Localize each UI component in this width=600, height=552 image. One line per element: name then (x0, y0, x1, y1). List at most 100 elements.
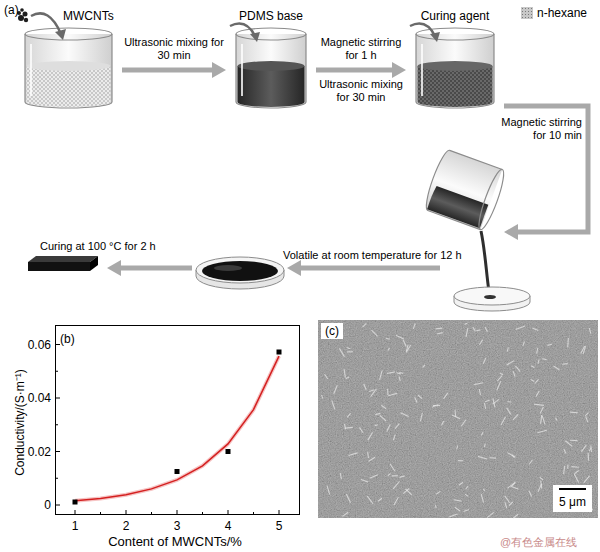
nanotube (349, 453, 358, 456)
drawing-part (430, 32, 440, 42)
nanotube (344, 369, 345, 378)
nanotube (378, 498, 382, 501)
nanotube (531, 366, 534, 368)
nanotube (513, 371, 515, 376)
nanotube (489, 457, 496, 458)
drawing-part (25, 34, 112, 108)
nanotube (501, 417, 506, 425)
drawing-part (175, 469, 180, 474)
nanotube (345, 424, 346, 430)
nanotube (465, 323, 468, 325)
plot-frame: (b) (55, 325, 300, 515)
nanotube (340, 473, 341, 479)
arrow-head (212, 62, 226, 78)
nanotube (507, 401, 511, 402)
nanotube (497, 376, 502, 381)
nanotube (509, 502, 513, 506)
drawing-part (196, 257, 284, 283)
nanotube (363, 323, 367, 327)
nanotube (478, 456, 487, 459)
nanotube (590, 446, 592, 453)
drawing-part (226, 449, 231, 454)
process-arrow-line (120, 266, 192, 271)
connector (316, 62, 406, 78)
nanotube (375, 413, 380, 414)
watermark: @有色金属在线 (500, 535, 577, 549)
nanotube (500, 373, 503, 375)
nanotube (399, 376, 400, 380)
drawing-part (202, 261, 278, 281)
connector (122, 62, 226, 78)
drawing-part (90, 256, 98, 271)
nanotube (479, 340, 482, 345)
edge-label: Magnetic stirring for 1 h (316, 36, 406, 62)
nanotube (437, 333, 443, 334)
drawing-part (73, 500, 78, 505)
nanotube (483, 489, 485, 492)
beaker-label: PDMS base (239, 9, 303, 23)
drawing-part: PDMS base (228, 4, 314, 24)
fit-band (75, 356, 279, 501)
nanotube (388, 474, 390, 476)
scale-bar (559, 488, 586, 490)
sem-panel: (c) 5 μm (318, 320, 598, 518)
nanotube (481, 494, 483, 503)
nanotube (481, 432, 483, 435)
nanotube (346, 494, 350, 503)
scale-bar-box: 5 μm (553, 485, 592, 512)
beaker-label: Curing agent (421, 9, 490, 23)
nanotube (435, 505, 437, 508)
drawing-part (28, 262, 90, 271)
nanotube (465, 494, 468, 496)
drawing-part (18, 15, 24, 21)
nanotube (369, 390, 374, 392)
tick-label: 0.04 (14, 391, 51, 406)
nanotube (367, 452, 369, 458)
nanotube (542, 358, 547, 360)
nanotube (585, 413, 588, 416)
step-label: Volatile at room temperature for 12 h (283, 249, 462, 262)
drawing-part (475, 167, 508, 231)
nanotube (436, 328, 443, 330)
nanotube (423, 365, 425, 368)
nanotube (347, 351, 353, 352)
tick-label: 2 (111, 519, 141, 534)
panel-label: (b) (60, 332, 75, 346)
nanotube (542, 416, 545, 424)
nanotube (564, 449, 566, 454)
panel-label: (c) (321, 323, 343, 339)
step-label: Curing at 100 °C for 2 h (40, 240, 156, 253)
nanotube (367, 496, 373, 504)
nanotube (387, 372, 395, 374)
nanotube (538, 484, 542, 492)
nanotube (327, 486, 330, 495)
drawing-part (27, 61, 111, 71)
nanotube (436, 491, 440, 494)
nanotube (370, 475, 378, 479)
nanotube (586, 416, 588, 422)
drawing-part (55, 29, 66, 40)
legend-swatch (521, 7, 533, 19)
nanotube (511, 487, 518, 490)
nanotube (532, 328, 538, 331)
drawing-part (31, 13, 61, 34)
drawing-part (250, 32, 260, 42)
nanotube (507, 361, 514, 365)
nanotube (456, 446, 458, 450)
petri-dish (454, 287, 530, 311)
arrow-head (392, 62, 406, 78)
drawing-part (20, 8, 24, 12)
beaker-label: MWCNTs (63, 9, 114, 23)
drawing-part (236, 34, 306, 108)
arrow-head (504, 224, 518, 240)
nanotube (485, 327, 487, 332)
tick-label: 4 (213, 519, 243, 534)
nanotube (538, 359, 539, 364)
nanotube (541, 415, 542, 424)
step-label: Ultrasonic mixing for 30 min (316, 78, 406, 104)
drawing-part (25, 28, 112, 40)
drawing-part (454, 287, 530, 305)
nanotube (476, 329, 480, 331)
nanotube (513, 414, 518, 420)
sem-image (318, 320, 598, 518)
